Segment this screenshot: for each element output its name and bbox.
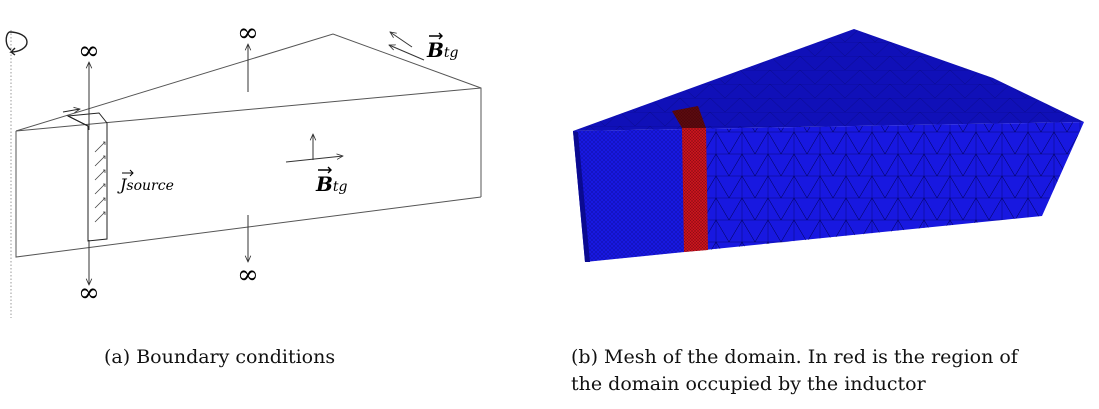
infinity-label-bottom-left: ∞ <box>78 278 100 308</box>
caption-a: (a) Boundary conditions <box>104 346 336 368</box>
b-symbol-front: B <box>316 172 333 196</box>
mesh-diagram <box>573 29 1084 262</box>
inductor-outline <box>62 109 108 242</box>
domain-wedge-outline <box>15 33 482 258</box>
b-tangential-arrows-front <box>285 134 343 163</box>
j-subscript: source <box>126 178 174 194</box>
b-vector-arrow-top <box>429 32 443 40</box>
mesh-left-face <box>573 131 590 262</box>
boundary-conditions-diagram <box>10 30 482 318</box>
infinity-label-bottom-center: ∞ <box>237 260 259 290</box>
current-density-arrows <box>94 141 106 223</box>
caption-b-line2: the domain occupied by the inductor <box>571 373 926 395</box>
caption-b: (b) Mesh of the domain. In red is the re… <box>571 344 1091 398</box>
j-source-label: Jsource <box>120 175 174 194</box>
b-tangential-label-front: Btg <box>316 172 348 196</box>
j-symbol: J <box>120 175 127 194</box>
b-tangential-label-top: Btg <box>427 38 459 62</box>
b-tangential-arrows-top <box>389 32 425 61</box>
b-symbol-top: B <box>427 38 444 62</box>
j-vector-arrow <box>122 169 134 177</box>
caption-b-line1: (b) Mesh of the domain. In red is the re… <box>571 346 1018 368</box>
b-vector-arrow-front <box>318 166 332 174</box>
b-subscript-top: tg <box>443 45 459 61</box>
infinity-label-top-center: ∞ <box>237 18 259 48</box>
b-subscript-front: tg <box>332 179 348 195</box>
infinity-label-top-left: ∞ <box>78 36 100 66</box>
rotation-arrow-icon <box>5 31 28 56</box>
